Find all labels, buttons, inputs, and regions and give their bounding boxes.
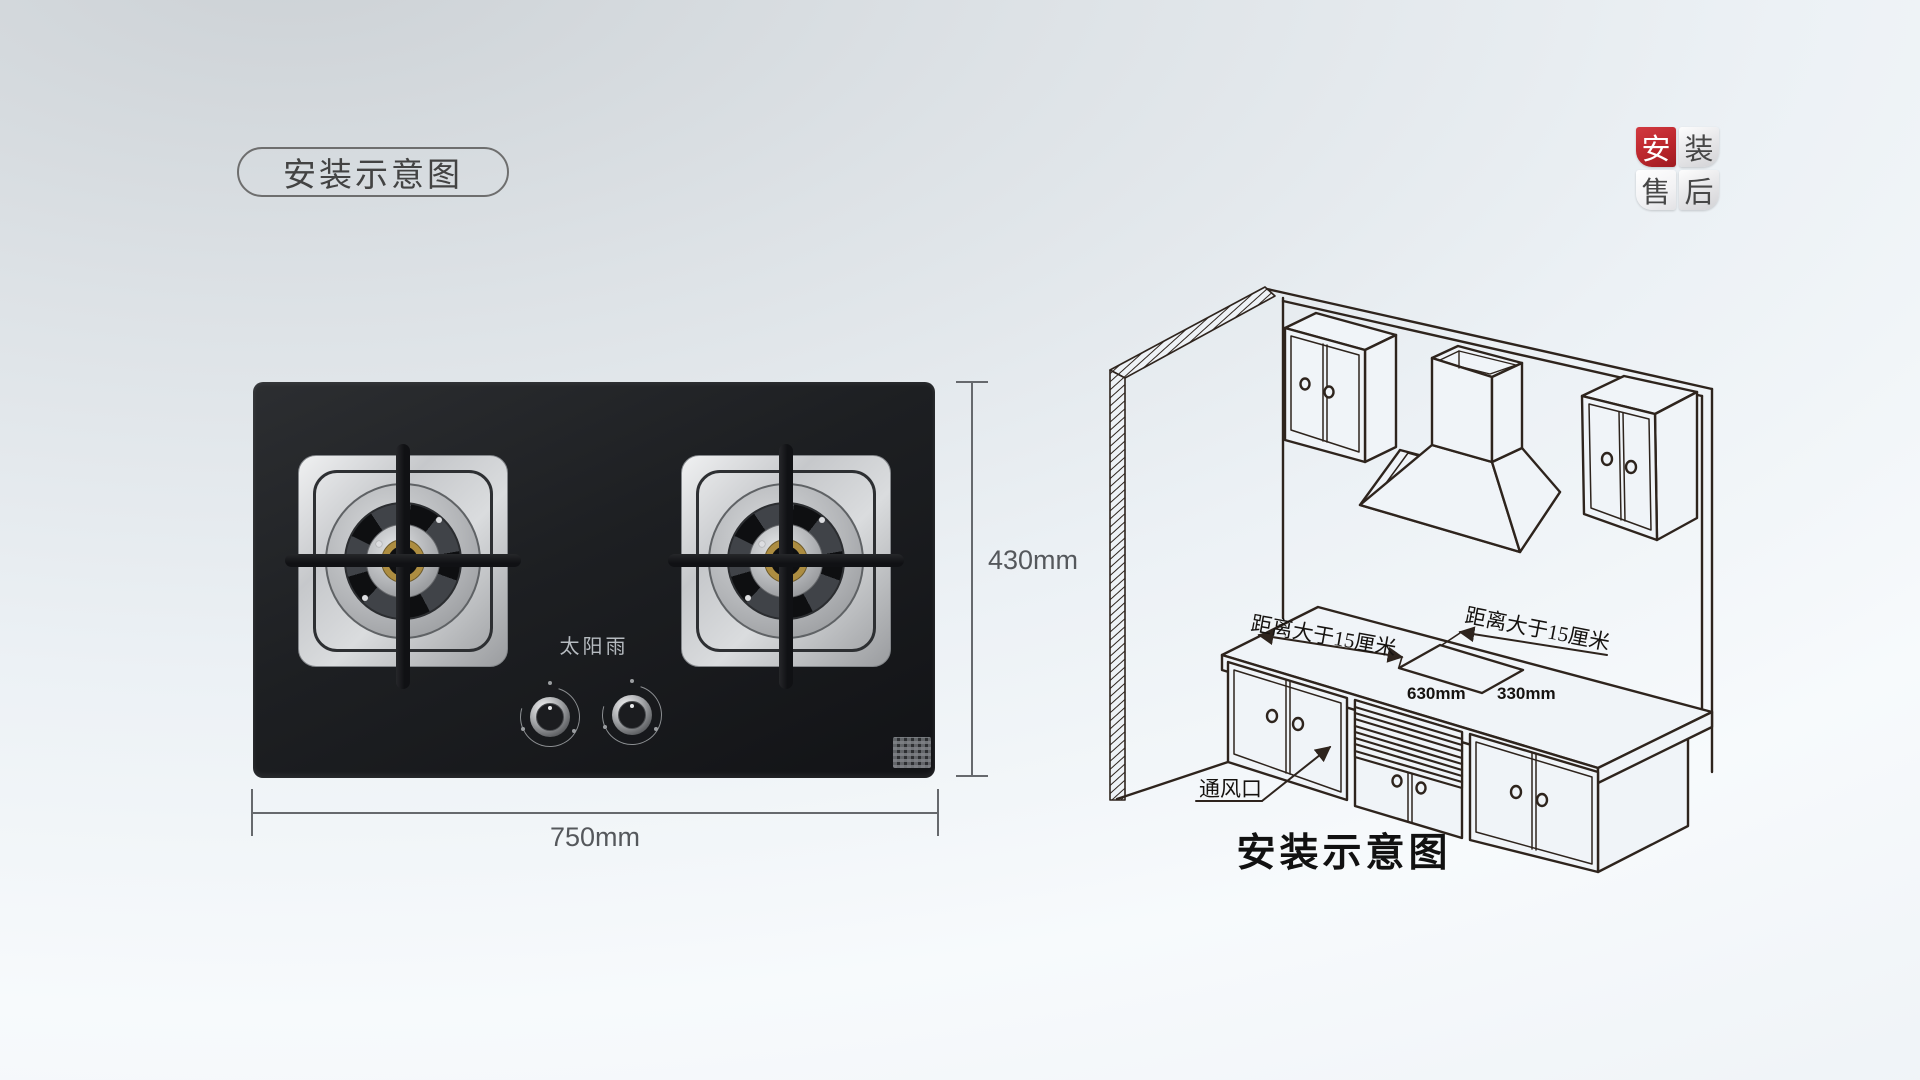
- knob-scale-dot: [654, 727, 658, 731]
- knob-scale-dot: [572, 729, 576, 733]
- vent-grille: [1353, 698, 1464, 790]
- knob-scale-dot: [548, 681, 552, 685]
- knob-indicator-dot: [630, 704, 634, 708]
- screw-icon: [745, 595, 751, 601]
- pan-support-grate: [285, 554, 521, 567]
- range-hood: [1358, 344, 1562, 554]
- screw-icon: [436, 517, 442, 523]
- knob-scale-dot: [521, 727, 525, 731]
- stove-cutout: [1397, 643, 1525, 695]
- dim-height-line: [971, 382, 973, 776]
- vent-leader: [1195, 746, 1332, 802]
- logo-char: 安: [1641, 134, 1671, 166]
- floor-line: [1115, 760, 1230, 801]
- screw-icon: [362, 595, 368, 601]
- logo-tile-aftersale-1: 售: [1636, 170, 1676, 210]
- left-clearance-arrow: [1257, 629, 1404, 663]
- knob-indicator-dot: [548, 706, 552, 710]
- diagram-caption: 安装示意图: [1236, 832, 1451, 875]
- logo-tile-install-1: 安: [1636, 127, 1676, 167]
- title-badge-label: 安装示意图: [283, 156, 463, 193]
- pan-support-grate: [668, 554, 904, 567]
- dim-height-label: 430mm: [988, 545, 1079, 575]
- logo-char: 装: [1684, 134, 1714, 166]
- upper-cabinet-left: [1283, 311, 1398, 464]
- right-edge: [1700, 387, 1714, 774]
- logo-tile-aftersale-2: 后: [1679, 170, 1719, 210]
- logo-char: 后: [1684, 177, 1714, 209]
- screw-icon: [759, 541, 765, 547]
- knob-scale-dot: [630, 679, 634, 683]
- dim-width-cap-right: [937, 789, 939, 836]
- cutout-width-label: 630mm: [1407, 684, 1466, 703]
- brand-text: 太阳雨: [559, 636, 629, 658]
- certification-seal-icon: [893, 737, 931, 768]
- control-knob-left: [521, 681, 576, 737]
- wall-hatch: [1109, 286, 1276, 801]
- dim-height-cap-bottom: [956, 775, 988, 777]
- corner-logo: 安 装 售 后: [1636, 127, 1719, 210]
- clearance-annotations: [1257, 626, 1608, 668]
- screw-icon: [376, 541, 382, 547]
- dim-width-cap-left: [251, 789, 253, 836]
- knob-scale-dot: [603, 725, 607, 729]
- cutout-side-label: 330mm: [1497, 684, 1556, 703]
- logo-tile-install-2: 装: [1679, 127, 1719, 167]
- vent-label: 通风口: [1199, 777, 1262, 801]
- dim-height-cap-top: [956, 381, 988, 383]
- right-clearance-label: 距离大于15厘米: [1463, 603, 1612, 655]
- kitchen-diagram: 距离大于15厘米 距离大于15厘米 630mm 330mm 通风口 安装示意图: [1109, 286, 1714, 875]
- stove-image: 太阳雨: [253, 382, 935, 778]
- upper-cabinet-right: [1580, 374, 1699, 542]
- right-clearance-arrow: [1458, 626, 1608, 656]
- control-knob-right: [603, 679, 658, 735]
- burner-right: [668, 444, 904, 689]
- dim-width-label: 750mm: [550, 822, 641, 852]
- screw-icon: [819, 517, 825, 523]
- burner-left: [285, 444, 521, 689]
- title-badge: 安装示意图: [237, 147, 509, 197]
- logo-char: 售: [1641, 177, 1671, 209]
- dim-width-line: [252, 812, 938, 814]
